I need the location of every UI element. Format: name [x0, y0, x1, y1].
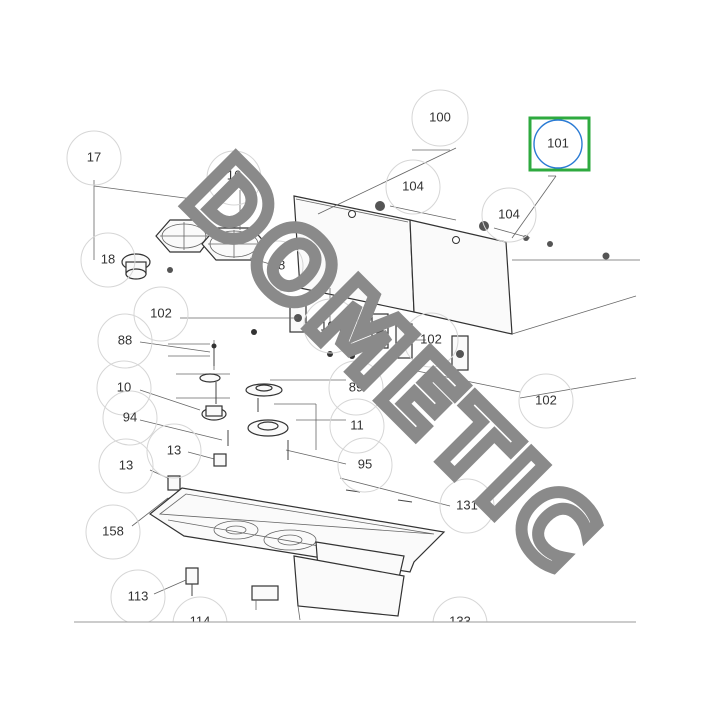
highlight-circle-101 [533, 119, 583, 169]
label-13-b: 13 [119, 457, 133, 472]
label-88: 88 [118, 332, 132, 347]
gas-connector-113[interactable] [153, 567, 199, 596]
label-102-b: 102 [320, 318, 342, 333]
label-104-left: 104 [402, 178, 424, 193]
label-18-right: 18 [271, 257, 285, 272]
burner-cap-89[interactable] [245, 383, 283, 412]
label-102-a: 102 [150, 305, 172, 320]
spark-electrode[interactable] [211, 343, 217, 367]
label-113: 113 [128, 588, 149, 603]
label-13-a: 13 [167, 442, 181, 457]
burner-cap-18[interactable] [121, 253, 173, 280]
injector-10[interactable] [199, 373, 227, 421]
label-102-d: 102 [535, 392, 557, 407]
label-18-left: 18 [101, 251, 115, 266]
label-100: 100 [429, 109, 451, 124]
label-102-c: 102 [420, 331, 442, 346]
hob-sink-base[interactable] [148, 487, 446, 621]
leader-lines-covers [317, 147, 640, 399]
highlight-box-101 [528, 116, 591, 172]
label-104-right: 104 [498, 206, 520, 221]
hinge-4[interactable] [451, 335, 469, 371]
leader-lines-supports [93, 180, 271, 265]
rail-131[interactable] [345, 489, 413, 503]
glass-cover-right[interactable] [409, 219, 610, 335]
parts-column-right [270, 379, 451, 507]
burner-11[interactable] [247, 419, 289, 460]
label-95: 95 [358, 456, 372, 471]
drawing-crop-mask [0, 622, 720, 720]
hinge-1[interactable] [289, 297, 307, 333]
label-10: 10 [117, 379, 131, 394]
label-17: 17 [87, 149, 101, 164]
callout-circles [66, 89, 574, 652]
label-131: 131 [456, 497, 478, 512]
label-94: 94 [123, 409, 137, 424]
label-16: 16 [227, 167, 241, 182]
label-101: 101 [547, 135, 569, 150]
hinge-2[interactable] [371, 313, 389, 349]
label-11: 11 [350, 417, 364, 432]
ignition-module-114[interactable] [251, 585, 279, 610]
label-158: 158 [102, 523, 124, 538]
label-89: 89 [349, 379, 363, 394]
leader-lines-hinges [180, 288, 521, 393]
